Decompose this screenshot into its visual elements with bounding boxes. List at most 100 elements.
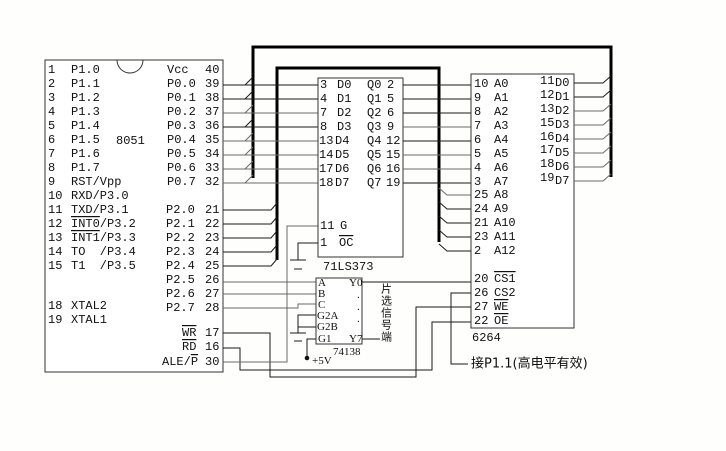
pin-label: P1.7: [71, 161, 100, 175]
pin-num: 24: [205, 245, 219, 259]
pin-label-overlined: OE: [494, 314, 508, 328]
pin-label-rest: /P3.3: [100, 231, 136, 245]
pin-label: D0: [337, 78, 351, 92]
pin-label: A5: [494, 147, 508, 161]
pin-num: 24: [474, 202, 488, 216]
pin-num: 18: [540, 157, 554, 171]
pin-num: 12: [386, 134, 400, 148]
pin-num: 19: [386, 176, 400, 190]
bus-to-a-high-wires: [438, 187, 471, 252]
pin-label: D3: [555, 118, 569, 132]
chip-8051-body: [44, 59, 224, 373]
pin-label: G1: [318, 333, 331, 345]
pin-num: 3: [474, 175, 481, 189]
chip-6264: 10 A0 9 A1 8 A2 7 A3 6 A4 5 A5 4 A6 3 A7…: [470, 73, 575, 345]
pin-num: 9: [387, 120, 394, 134]
wire-p0-1: [223, 90, 318, 100]
pin-label: XTAL1: [71, 313, 107, 327]
power-label: +5V: [312, 355, 332, 367]
pin-num: 6: [474, 133, 481, 147]
pin-num: 16: [386, 162, 400, 176]
pin-num: 25: [205, 259, 219, 273]
pin-label: P1.4: [71, 119, 100, 133]
pin-label: A8: [494, 188, 508, 202]
wire-p2-3: [223, 244, 278, 253]
pin-num: 21: [205, 203, 219, 217]
power-138-g1: +5V: [304, 338, 332, 367]
wire-p0-4: [223, 132, 318, 142]
pin-label: P2.5: [166, 273, 195, 287]
pin-num: 12: [540, 88, 554, 102]
pin-label: P1.5: [71, 133, 100, 147]
pin-label: D4: [335, 134, 349, 148]
chip-373-label: 71LS373: [323, 260, 373, 274]
wire-a12: [438, 243, 471, 252]
pin-label: P0.7: [167, 175, 196, 189]
chip-74138-label: 74138: [333, 346, 361, 358]
pin-label: D7: [335, 176, 349, 190]
pin-label: D4: [555, 132, 569, 146]
pin-num: 9: [474, 91, 481, 105]
pin-num: 36: [205, 119, 219, 133]
wire-p2-7: [223, 303, 316, 309]
pin-label: CS2: [494, 286, 516, 300]
wire-p0-2: [223, 104, 318, 114]
wire-d6: [574, 159, 612, 168]
ground-373-oc: [290, 242, 318, 270]
pin-num: 15: [540, 116, 554, 130]
pin-num: 21: [474, 216, 488, 230]
pin-num: 9: [48, 175, 55, 189]
pin-num: 39: [205, 77, 219, 91]
pin-num: 15: [386, 148, 400, 162]
ground-icon: [290, 259, 306, 270]
wire-d2: [574, 103, 612, 112]
pin-num: 26: [474, 286, 488, 300]
pin-num: 11: [320, 219, 334, 233]
pin-label-overlined: WR: [182, 326, 196, 340]
pin-num: 16: [540, 130, 554, 144]
pin-label-overlined: INT1: [71, 231, 100, 245]
pin-label: A1: [494, 91, 508, 105]
wire-d1: [574, 89, 612, 98]
pin-label: A7: [494, 175, 508, 189]
chip-74138-body: [315, 277, 363, 345]
pin-label: Q4: [367, 134, 381, 148]
pin-num: 7: [474, 119, 481, 133]
pin-label: C: [318, 299, 325, 311]
pin-num: 2: [48, 77, 55, 91]
pin-label: CS1: [494, 272, 516, 286]
pin-label: P2.3: [166, 245, 195, 259]
pin-label-rest: /P3.2: [100, 217, 136, 231]
pin-num: 3: [48, 91, 55, 105]
pin-label: INT1/P3.3: [71, 231, 136, 245]
chip-8051-label: 8051: [116, 134, 145, 148]
pin-label-overlined: P: [191, 355, 198, 369]
pin-num: 13: [540, 102, 554, 116]
wire-p2-2: [223, 230, 278, 239]
pin-label: A9: [494, 202, 508, 216]
pin-label: P1.6: [71, 147, 100, 161]
wire-g1-vcc: [306, 338, 316, 357]
pin-num: 7: [320, 106, 327, 120]
chip-6264-label: 6264: [472, 331, 501, 345]
pin-num: 11: [540, 74, 554, 88]
chip-8051: 8051 1 P1.0 2 P1.1 3 P1.2 4 P1.3 5 P1.4 …: [44, 59, 224, 373]
wire-p0-6: [223, 160, 318, 170]
pin-label: P0.3: [167, 119, 196, 133]
pin-num: 14: [319, 148, 333, 162]
pin-label: D5: [555, 146, 569, 160]
pin-label: XTAL2: [71, 299, 107, 313]
pin-label: P2.2: [166, 231, 195, 245]
pin-label: WR: [182, 326, 196, 340]
pin-label: D1: [555, 90, 569, 104]
pin-label: OC: [339, 236, 353, 250]
pin-label: P0.5: [167, 147, 196, 161]
pin-label: ALE/P: [162, 355, 198, 369]
ellipsis-dot: .: [357, 301, 360, 313]
pin-label: T1 /P3.5: [71, 259, 136, 273]
pin-label: G2A: [317, 310, 338, 322]
pin-label: A0: [494, 77, 508, 91]
wire-a11: [438, 229, 471, 238]
wire-g2-ground: [297, 314, 316, 333]
